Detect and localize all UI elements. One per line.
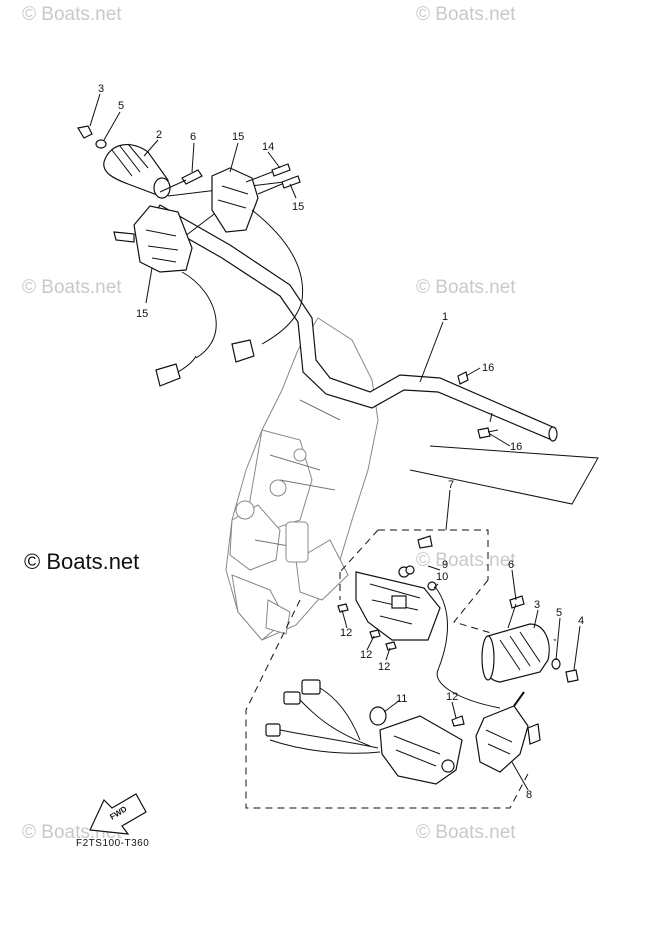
callout-2: 2 bbox=[156, 129, 162, 141]
lower-switch-housing bbox=[379, 715, 463, 785]
watermark-top-left: © Boats.net bbox=[22, 4, 122, 25]
callout-6-top: 6 bbox=[190, 131, 196, 143]
screws-12 bbox=[337, 603, 465, 727]
leader-lines bbox=[89, 93, 581, 791]
callout-16-lower: 16 bbox=[510, 441, 522, 453]
callout-5-right: 5 bbox=[556, 607, 562, 619]
callout-15-lower: 15 bbox=[292, 201, 304, 213]
callout-8: 8 bbox=[526, 789, 532, 801]
watermark-top-right: © Boats.net bbox=[416, 4, 516, 25]
watermark-mid-left: © Boats.net bbox=[22, 277, 122, 298]
handlebar-bolts bbox=[457, 371, 499, 439]
callout-14: 15 bbox=[232, 131, 244, 143]
callout-9: 9 bbox=[442, 559, 448, 571]
callout-11: 11 bbox=[396, 693, 407, 705]
callout-5-top: 5 bbox=[118, 100, 124, 112]
fwd-arrow: FWD bbox=[89, 793, 147, 835]
handlebar bbox=[151, 204, 558, 442]
throttle-lever bbox=[211, 167, 304, 363]
callout-12-c: 12 bbox=[378, 661, 390, 673]
callout-13: 15 bbox=[136, 308, 148, 320]
callout-10: 10 bbox=[436, 571, 448, 583]
callout-4-top: 3 bbox=[98, 83, 104, 95]
callout-7: 7 bbox=[448, 479, 454, 491]
callout-12-a: 12 bbox=[340, 627, 352, 639]
wire-harness bbox=[265, 679, 381, 754]
callout-4-right: 4 bbox=[578, 615, 584, 627]
callout-numbers: 3 5 2 6 15 14 15 15 1 16 16 7 9 10 6 3 5… bbox=[98, 83, 584, 801]
callout-15-upper: 14 bbox=[262, 141, 274, 153]
callout-16-upper: 16 bbox=[482, 362, 494, 374]
left-grip bbox=[77, 125, 171, 199]
watermark-mid-right: © Boats.net bbox=[416, 277, 516, 298]
watermark-large: © Boats.net bbox=[24, 549, 140, 574]
right-lever-8 bbox=[475, 691, 541, 773]
callout-3: 3 bbox=[534, 599, 540, 611]
top-bolts bbox=[159, 163, 301, 195]
cap-11 bbox=[369, 706, 387, 726]
watermark-center-right: © Boats.net bbox=[416, 550, 516, 571]
callout-12-b: 12 bbox=[360, 649, 372, 661]
diagram-code: F2TS100-T360 bbox=[76, 838, 150, 849]
watermark-bottom-right: © Boats.net bbox=[416, 822, 516, 843]
left-switch bbox=[113, 205, 217, 387]
right-switch-body bbox=[355, 566, 501, 709]
right-grip bbox=[481, 595, 579, 683]
callout-6-right: 6 bbox=[508, 559, 514, 571]
callout-1: 1 bbox=[442, 311, 448, 323]
switch-small-parts bbox=[405, 535, 433, 575]
callout-12-d: 12 bbox=[446, 691, 458, 703]
